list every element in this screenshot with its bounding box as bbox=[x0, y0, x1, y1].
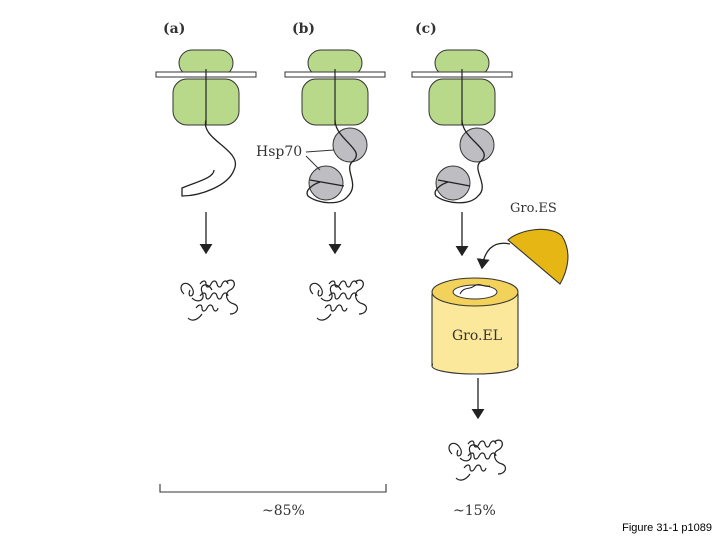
hsp70-label: Hsp70 bbox=[256, 144, 302, 160]
panel-a-label: (a) bbox=[163, 21, 185, 37]
groes-cap bbox=[507, 228, 569, 285]
polypeptide-b bbox=[306, 119, 357, 204]
polypeptide-a bbox=[181, 119, 237, 197]
hsp70-pointer-upper bbox=[305, 149, 335, 153]
figure-caption: Figure 31-1 p1089 bbox=[622, 522, 712, 534]
percentage-left: ~85% bbox=[262, 503, 305, 519]
percentage-right: ~15% bbox=[453, 503, 496, 519]
groel-cavity bbox=[452, 284, 498, 300]
ribosome-a bbox=[155, 49, 257, 126]
groel-label: Gro.EL bbox=[452, 328, 502, 344]
hsp70-pointer-lower bbox=[305, 155, 321, 171]
folded-protein-a bbox=[180, 279, 239, 321]
folded-protein-c bbox=[448, 439, 507, 481]
panel-c-label: (c) bbox=[415, 21, 437, 37]
groel-polypeptide bbox=[459, 284, 491, 295]
groes-arrow bbox=[476, 242, 511, 270]
panel-b-label: (b) bbox=[292, 21, 315, 37]
groes-label: Gro.ES bbox=[510, 201, 557, 216]
folded-protein-b bbox=[309, 279, 368, 321]
percentage-bracket bbox=[159, 484, 387, 493]
ribosome-c bbox=[411, 49, 513, 126]
ribosome-b bbox=[284, 49, 386, 126]
hsp70-circle-upper-c bbox=[459, 127, 495, 163]
polypeptide-c bbox=[434, 119, 485, 204]
